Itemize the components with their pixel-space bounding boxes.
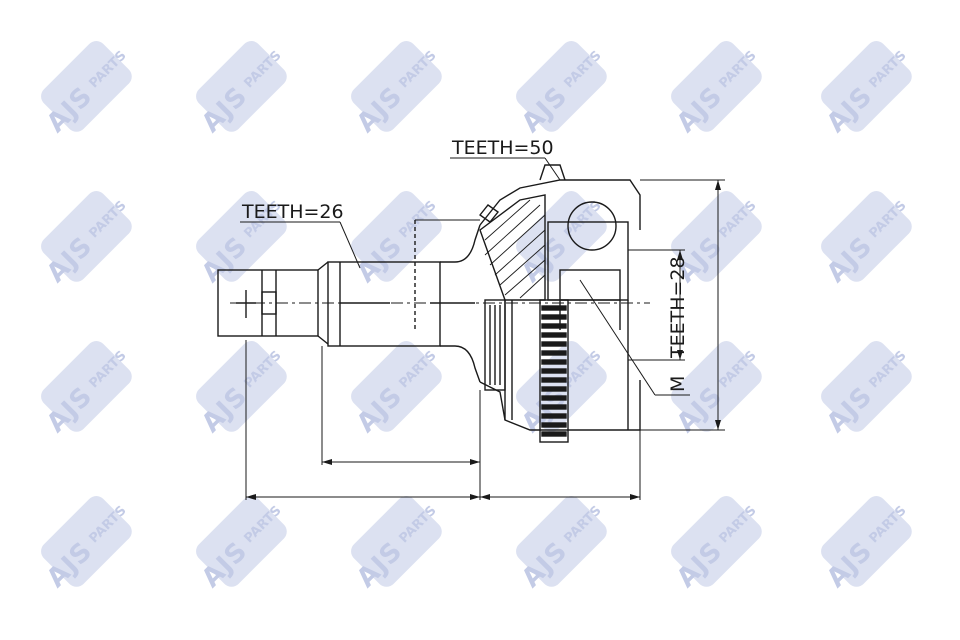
abs-ring bbox=[539, 299, 569, 443]
abs-tooth bbox=[541, 359, 567, 365]
dimension-lines bbox=[240, 157, 725, 500]
arrowheads bbox=[246, 180, 721, 500]
abs-tooth bbox=[541, 350, 567, 356]
abs-tooth bbox=[541, 332, 567, 338]
abs-tooth bbox=[541, 386, 567, 392]
abs-tooth bbox=[541, 368, 567, 374]
abs-tooth bbox=[541, 323, 567, 329]
abs-tooth bbox=[541, 404, 567, 410]
abs-tooth bbox=[541, 377, 567, 383]
abs-tooth bbox=[541, 431, 567, 437]
abs-tooth bbox=[541, 314, 567, 320]
abs-tooth bbox=[541, 395, 567, 401]
thread-label: M bbox=[667, 376, 689, 392]
abs-tooth bbox=[541, 422, 567, 428]
teeth-outer-label: TEETH=26 bbox=[241, 201, 344, 223]
splined-shaft bbox=[327, 220, 481, 383]
abs-tooth bbox=[541, 413, 567, 419]
abs-tooth bbox=[541, 305, 567, 311]
teeth-inner-label: TEETH=28 bbox=[667, 256, 689, 359]
teeth-ring-label: TEETH=50 bbox=[451, 137, 554, 159]
abs-tooth bbox=[541, 341, 567, 347]
